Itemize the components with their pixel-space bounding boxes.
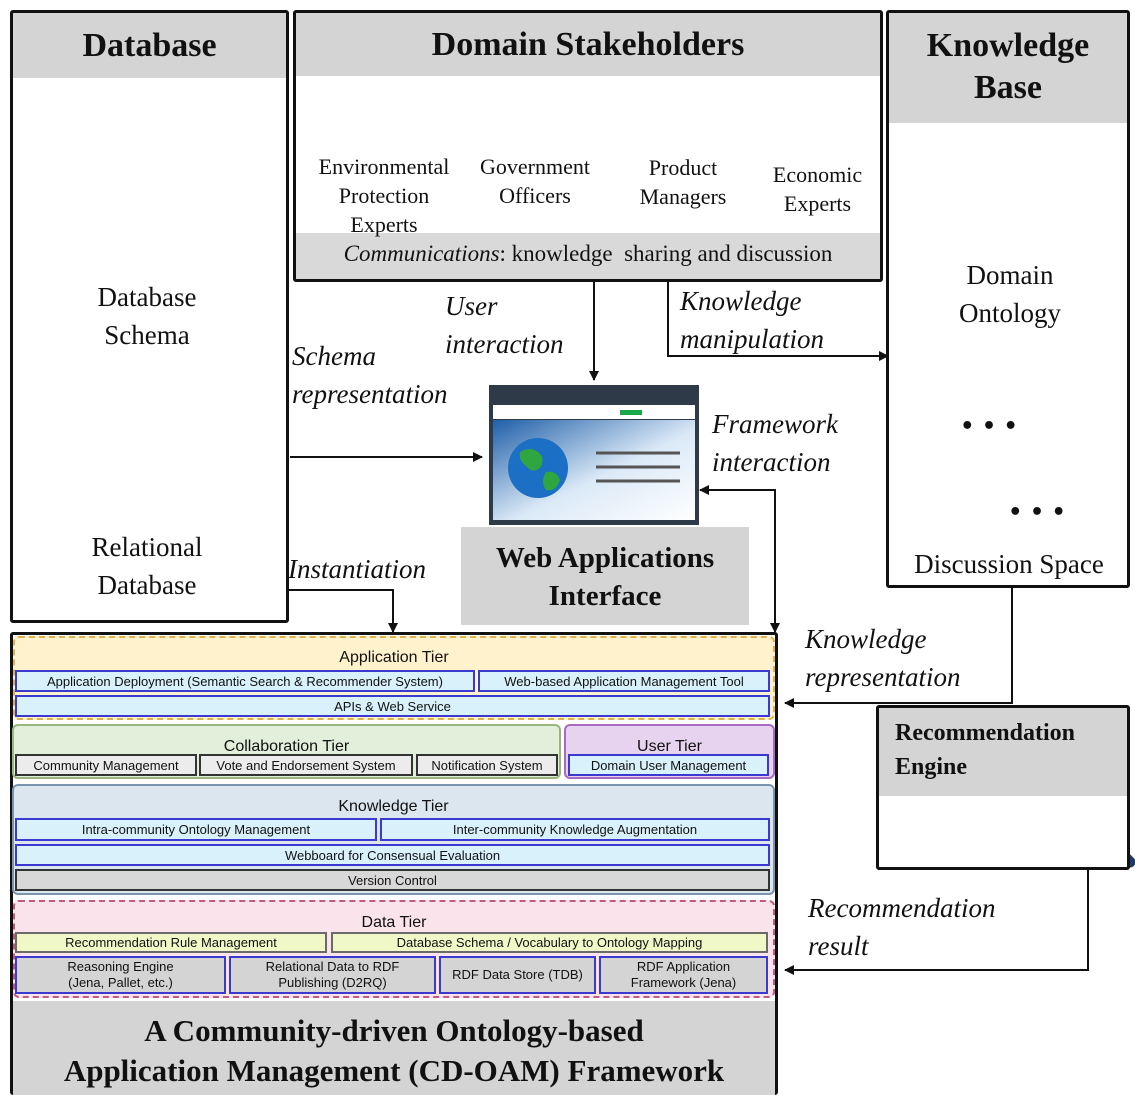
rdf-data-store: RDF Data Store (TDB) (439, 956, 596, 994)
knowledge-tier-title: Knowledge Tier (338, 798, 449, 815)
user-tier-title: User Tier (637, 738, 702, 755)
database-schema-ontology-mapping: Database Schema / Vocabulary to Ontology… (331, 932, 768, 953)
knowledge-manipulation-arrow (667, 280, 889, 361)
database-panel: Database (10, 10, 289, 623)
inter-community-knowledge-augmentation: Inter-community Knowledge Augmentation (380, 818, 770, 841)
application-tier-title: Application Tier (339, 649, 449, 666)
version-control: Version Control (15, 869, 770, 891)
application-deployment: Application Deployment (Semantic Search … (15, 670, 475, 692)
stakeholders-title: Domain Stakeholders (296, 13, 880, 76)
ellipsis: • • • (960, 414, 1018, 439)
community-management: Community Management (15, 754, 197, 776)
apis-web-service: APIs & Web Service (15, 695, 770, 717)
webboard-consensual-evaluation: Webboard for Consensual Evaluation (15, 844, 770, 866)
domain-user-management: Domain User Management (568, 754, 769, 776)
framework-interaction-arrow (699, 485, 780, 633)
vote-endorsement-system: Vote and Endorsement System (199, 754, 413, 776)
reasoning-engine: Reasoning Engine(Jena, Pallet, etc.) (15, 956, 226, 994)
discussion-space-label: Discussion Space (914, 549, 1104, 579)
intra-community-ontology-management: Intra-community Ontology Management (15, 818, 377, 841)
ellipsis: • • • (1008, 500, 1066, 525)
web-based-application-management-tool: Web-based Application Management Tool (478, 670, 770, 692)
stakeholders-panel: Domain Stakeholders Communications: know… (293, 10, 883, 282)
instantiation-arrow (278, 589, 398, 633)
database-title: Database (13, 13, 286, 78)
data-tier-title: Data Tier (361, 914, 427, 931)
recommendation-rule-management: Recommendation Rule Management (15, 932, 327, 953)
web-application-icon (489, 385, 699, 525)
recommendation-result-arrow (784, 870, 1089, 975)
collaboration-tier-title: Collaboration Tier (223, 738, 350, 755)
knowledge-representation-arrow (784, 588, 1013, 708)
notification-system: Notification System (416, 754, 558, 776)
instantiation-label: Instantiation (288, 554, 427, 584)
communications-bar: Communications: knowledge sharing and di… (296, 233, 880, 279)
